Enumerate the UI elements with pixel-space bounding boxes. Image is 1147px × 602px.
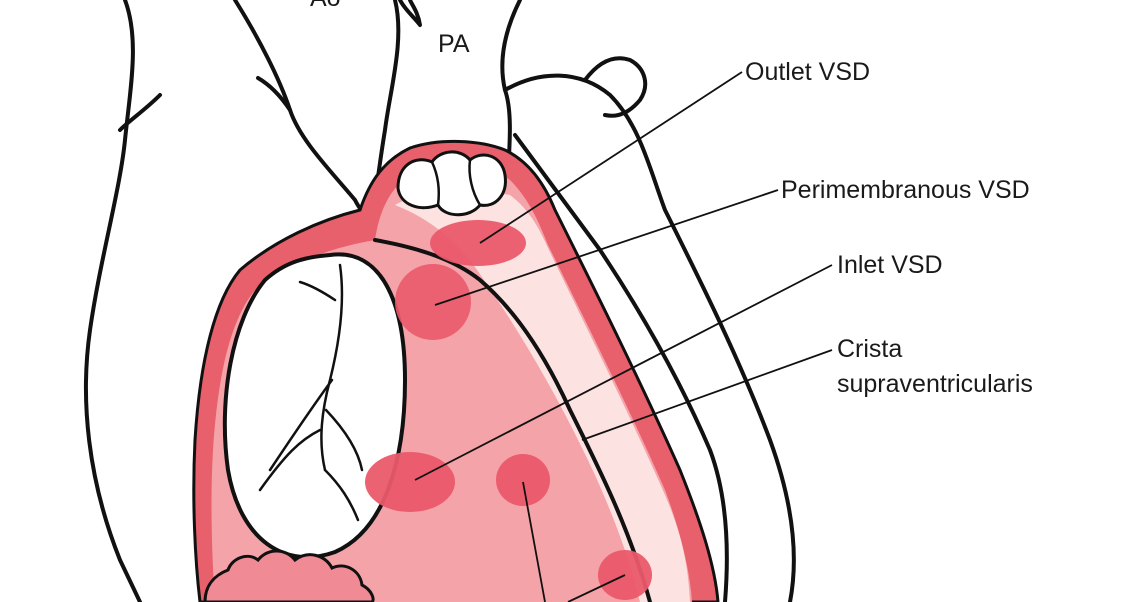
inlet-vsd-defect	[365, 452, 455, 512]
label-inlet-vsd: Inlet VSD	[837, 251, 943, 279]
label-crista-line2: supraventricularis	[837, 370, 1033, 398]
trabeculae	[203, 549, 375, 602]
chordae-branch-1	[268, 378, 334, 472]
right-outer-contour	[503, 73, 796, 602]
leader-muscular-2	[567, 574, 626, 602]
valve-leaflet-divider-2	[468, 158, 482, 207]
label-outlet-vsd: Outlet VSD	[745, 58, 870, 86]
chordae-branch-5	[324, 408, 364, 472]
aorta-branch-right	[256, 76, 292, 112]
aorta-outline	[83, 0, 142, 602]
label-perimembranous-vsd: Perimembranous VSD	[781, 176, 1030, 204]
leader-muscular-1	[522, 481, 546, 602]
aorta-branch-left	[118, 93, 162, 132]
valve-leaflet-divider-1	[430, 160, 440, 207]
outlet-vsd-defect	[430, 220, 526, 266]
chordae-main	[320, 263, 344, 472]
perimembranous-vsd-defect	[395, 264, 471, 340]
chordae-branch-2	[323, 468, 360, 522]
label-ao: Ao	[310, 0, 341, 12]
pulmonary-valve-leaflets	[396, 150, 507, 217]
chordae-branch-4	[298, 280, 337, 302]
label-pa: PA	[438, 30, 470, 58]
leader-crista	[581, 349, 833, 441]
chordae-branch-3	[258, 428, 322, 492]
leader-perimembranous-vsd	[434, 189, 779, 306]
muscular-vsd-defect-1	[496, 454, 550, 506]
leader-inlet-vsd	[414, 264, 833, 481]
ao-pa-notch	[398, 0, 422, 27]
label-crista-line1: Crista	[837, 335, 902, 363]
leader-outlet-vsd	[479, 71, 743, 244]
outflow-tract	[395, 191, 690, 602]
aorta-inner-left	[233, 0, 372, 220]
left-appendage-outline	[583, 56, 648, 118]
